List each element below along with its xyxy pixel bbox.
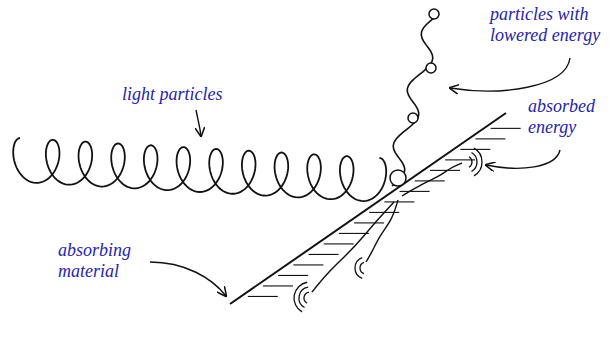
leader-line — [486, 150, 560, 168]
leader-line — [450, 58, 570, 91]
energy-wave — [294, 282, 307, 312]
energy-squiggle — [312, 202, 394, 292]
energy-wave — [474, 148, 482, 176]
hatch-line — [430, 170, 460, 171]
energy-wave — [469, 157, 472, 167]
hatch-line — [278, 275, 308, 276]
lowered-particle-path — [392, 18, 434, 186]
hatch-line — [263, 285, 293, 286]
hatch-line — [248, 296, 278, 297]
leader-line — [150, 262, 226, 296]
absorbing-surface — [230, 113, 506, 304]
callout-label: particles with lowered energy — [490, 4, 612, 45]
energy-wave — [360, 262, 364, 273]
hatch-line — [324, 243, 354, 244]
callout-label: absorbed energy — [528, 96, 610, 137]
energy-wave — [472, 152, 477, 171]
energy-squiggle — [402, 163, 462, 196]
particle-dots — [390, 9, 439, 186]
particle-dot — [426, 63, 436, 73]
hatching — [248, 128, 521, 296]
hatch-line — [476, 138, 506, 139]
hatch-line — [309, 254, 339, 255]
energy-wave — [304, 292, 309, 303]
particle-dot — [408, 113, 418, 123]
hatch-line — [293, 264, 323, 265]
hatch-line — [491, 128, 521, 129]
particle-dot — [390, 170, 406, 186]
hatch-line — [445, 159, 475, 160]
absorbed-waves — [294, 148, 482, 312]
leader-line — [196, 110, 201, 136]
hatch-line — [339, 233, 369, 234]
energy-wave — [355, 258, 362, 279]
energy-wave — [299, 287, 308, 307]
callout-label: light particles — [122, 84, 223, 105]
hatch-line — [384, 201, 414, 202]
energy-squiggle — [366, 200, 398, 262]
particle-dot — [429, 9, 439, 19]
hatch-line — [354, 222, 384, 223]
hatch-line — [400, 191, 430, 192]
callout-label: absorbing material — [58, 240, 150, 281]
light-coil — [13, 138, 386, 201]
